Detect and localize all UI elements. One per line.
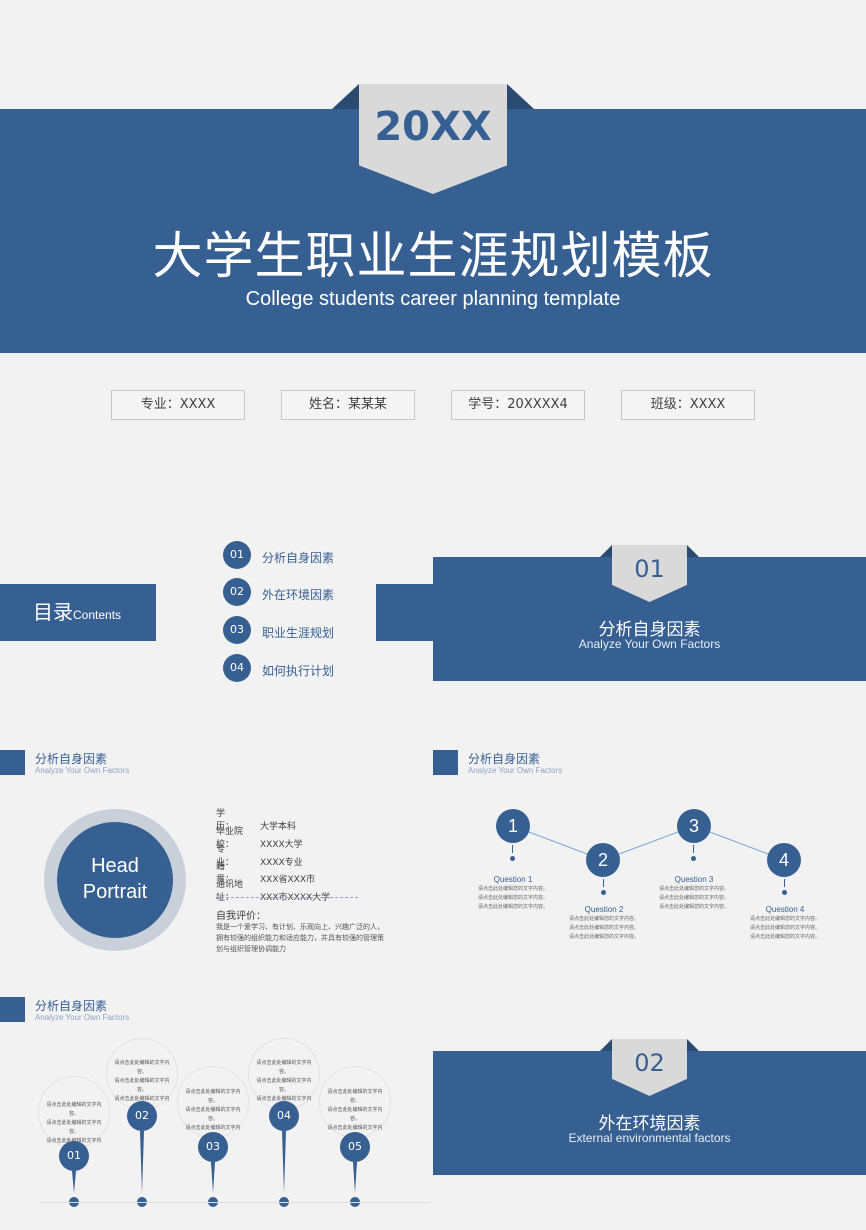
profile-section-title: 分析自身因素: [35, 752, 108, 766]
profile-row: 毕业院校： XXXX大学: [216, 824, 303, 850]
timeline-needle: [72, 1171, 76, 1193]
profile-value: XXXX专业: [260, 858, 303, 868]
contents-title-en: Contents: [73, 608, 122, 622]
section-marker: [0, 997, 25, 1022]
portrait-line-1: Head: [91, 855, 139, 877]
info-name: 姓名：某某某: [281, 390, 415, 420]
tag-fold-left: [332, 84, 359, 109]
toc-number: 01: [223, 541, 251, 569]
divider: [216, 897, 358, 898]
question-stem: [693, 845, 694, 853]
profile-key: 学 历：: [216, 809, 244, 832]
section-02-number: 02: [634, 1049, 665, 1077]
question-dot: [510, 856, 515, 861]
profile-value: XXXX大学: [260, 840, 303, 850]
self-evaluation-title: 自我评价：: [216, 911, 266, 922]
info-class: 班级：XXXX: [621, 390, 755, 420]
timeline-4-marker[interactable]: 04: [269, 1101, 299, 1131]
question-dot: [601, 890, 606, 895]
timeline-needle: [140, 1131, 144, 1193]
question-2-text: 请点击此处编辑您的文字内容。请点击此处编辑您的文字内容。请点击此处编辑您的文字内…: [568, 916, 639, 940]
questions-section-title: 分析自身因素: [468, 752, 541, 766]
profile-row: 学 历： 大学本科: [216, 806, 296, 832]
timeline-1-marker[interactable]: 01: [59, 1141, 89, 1171]
section-01-title: 分析自身因素: [598, 620, 701, 640]
year-label: 20XX: [374, 104, 492, 150]
timeline-needle: [282, 1131, 286, 1193]
profile-key: 专 业：: [216, 845, 244, 868]
question-4-marker[interactable]: 4: [767, 843, 801, 877]
timeline-section-subtitle: Analyze Your Own Factors: [35, 1013, 130, 1022]
timeline-baseline: [40, 1202, 430, 1203]
timeline-needle: [211, 1162, 215, 1193]
info-major: 专业：XXXX: [111, 390, 245, 420]
profile-value: XXX市XXXX大学: [260, 893, 331, 903]
profile-row: 专 业： XXXX专业: [216, 842, 303, 868]
questions-connector-lines: [512, 825, 785, 861]
profile-value: XXX省XXX市: [260, 875, 315, 885]
section-02-title: 外在环境因素: [598, 1114, 701, 1134]
profile-row: 籍 贯： XXX省XXX市: [216, 859, 315, 885]
question-4-text: 请点击此处编辑您的文字内容。请点击此处编辑您的文字内容。请点击此处编辑您的文字内…: [749, 916, 820, 940]
timeline-5-marker[interactable]: 05: [340, 1132, 370, 1162]
timeline-needle: [353, 1162, 357, 1193]
toc-item-3[interactable]: 职业生涯规划: [262, 626, 335, 640]
timeline-section-title: 分析自身因素: [35, 999, 108, 1013]
profile-key: 毕业院校：: [216, 827, 244, 850]
question-4-title: Question 4: [765, 905, 805, 914]
tag-fold-right: [507, 84, 534, 109]
question-stem: [784, 879, 785, 887]
tab-fold-right: [687, 545, 699, 557]
self-evaluation-text: 我是一个爱学习、有计划、乐观向上、兴趣广泛的人，拥有较强的组织能力和适应能力，并…: [216, 923, 384, 953]
toc-number: 04: [223, 654, 251, 682]
tab-fold-left: [600, 545, 612, 557]
questions-section-subtitle: Analyze Your Own Factors: [468, 766, 563, 775]
question-2-marker[interactable]: 2: [586, 843, 620, 877]
info-student-id: 学号：20XXXX4: [451, 390, 585, 420]
toc-item-1[interactable]: 分析自身因素: [262, 551, 335, 565]
question-3-text: 请点击此处编辑您的文字内容。请点击此处编辑您的文字内容。请点击此处编辑您的文字内…: [658, 886, 729, 910]
toc-item-4[interactable]: 如何执行计划: [262, 664, 335, 678]
profile-value: 大学本科: [260, 822, 297, 832]
section-marker: [433, 750, 458, 775]
contents-connector: [376, 584, 434, 641]
profile-key: 通讯地址：: [216, 880, 244, 903]
question-stem: [603, 879, 604, 887]
hero-subtitle: College students career planning templat…: [245, 288, 621, 310]
question-3-title: Question 3: [674, 875, 714, 884]
avatar[interactable]: [57, 822, 173, 938]
contents-title: 目录: [33, 600, 73, 624]
toc-item-2[interactable]: 外在环境因素: [262, 588, 335, 602]
section-01-subtitle: Analyze Your Own Factors: [578, 637, 721, 651]
question-dot: [782, 890, 787, 895]
section-02-subtitle: External environmental factors: [568, 1131, 731, 1145]
hero-title: 大学生职业生涯规划模板: [152, 227, 714, 285]
question-1-marker[interactable]: 1: [496, 809, 530, 843]
question-dot: [691, 856, 696, 861]
timeline-3-marker[interactable]: 03: [198, 1132, 228, 1162]
section-marker: [0, 750, 25, 775]
question-3-marker[interactable]: 3: [677, 809, 711, 843]
profile-section-subtitle: Analyze Your Own Factors: [35, 766, 130, 775]
profile-key: 籍 贯：: [216, 862, 244, 885]
toc-number: 02: [223, 578, 251, 606]
toc-number: 03: [223, 616, 251, 644]
question-1-text: 请点击此处编辑您的文字内容。请点击此处编辑您的文字内容。请点击此处编辑您的文字内…: [477, 886, 548, 910]
question-2-title: Question 2: [584, 905, 624, 914]
question-stem: [512, 845, 513, 853]
timeline-2-marker[interactable]: 02: [127, 1101, 157, 1131]
profile-row: 通讯地址： XXX市XXXX大学: [216, 877, 330, 903]
contents-banner: 目录Contents: [0, 584, 156, 641]
portrait-label: Head Portrait: [57, 853, 173, 905]
section-01-number: 01: [634, 555, 665, 583]
question-1-title: Question 1: [493, 875, 533, 884]
tab-fold-left: [600, 1039, 612, 1051]
portrait-line-2: Portrait: [82, 881, 148, 903]
tab-fold-right: [687, 1039, 699, 1051]
